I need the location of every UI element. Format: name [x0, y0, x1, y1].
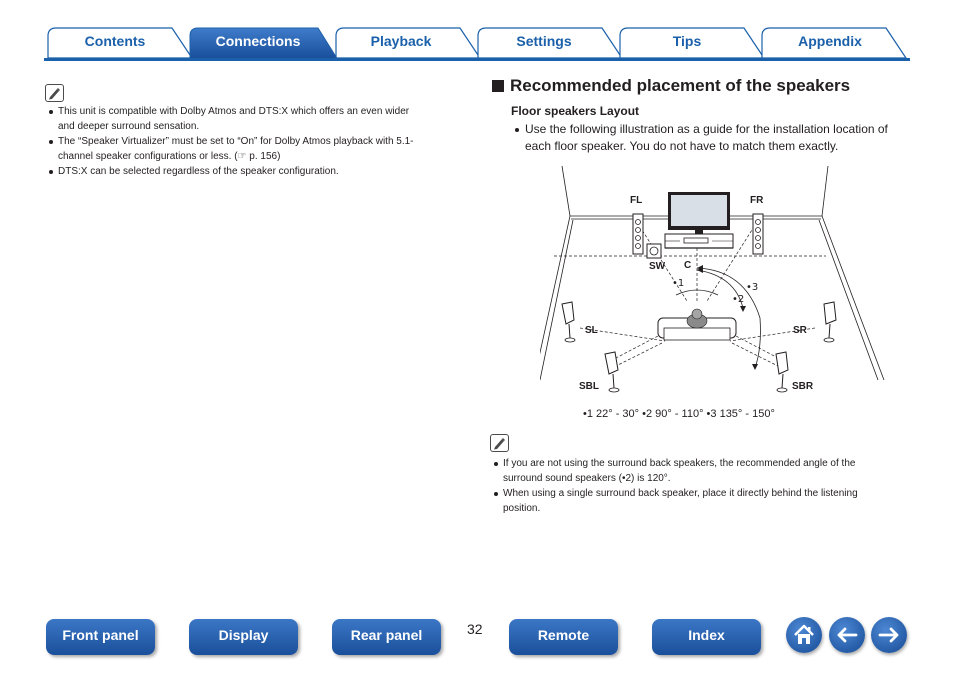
arrow-left-icon [837, 627, 858, 643]
note-text: DTS:X can be selected regardless of the … [58, 166, 339, 177]
angle-legend: •1 22° - 30° •2 90° - 110° •3 135° - 150… [583, 408, 775, 420]
angle-mark-3: •3 [746, 282, 759, 293]
tab-shape-settings [477, 27, 624, 59]
left-note-list: This unit is compatible with Dolby Atmos… [47, 104, 467, 179]
list-item: If you are not using the surround back s… [492, 456, 912, 486]
note-text: channel speaker configurations or less. … [58, 151, 238, 162]
display-button[interactable]: Display [189, 619, 298, 655]
pencil-note-icon [490, 434, 509, 452]
rear-panel-button[interactable]: Rear panel [332, 619, 441, 655]
index-button[interactable]: Index [652, 619, 761, 655]
angle-mark-2: •2 [732, 294, 745, 305]
tab-appendix[interactable]: Appendix [798, 33, 862, 49]
speaker-sbl-icon [604, 351, 620, 393]
tab-settings[interactable]: Settings [516, 33, 572, 49]
tab-shape-tips [619, 27, 766, 59]
tab-connections[interactable]: Connections [215, 33, 301, 49]
label-sr: SR [793, 325, 807, 336]
arc-arrows [697, 265, 758, 370]
page-number: 32 [467, 621, 483, 637]
intro-paragraph: Use the following illustration as a guid… [511, 121, 911, 155]
label-c: C [684, 260, 692, 271]
note-text: When using a single surround back speake… [503, 488, 858, 499]
tab-shape-connections [189, 27, 339, 61]
tv-icon [664, 192, 734, 249]
section-title: Recommended placement of the speakers [492, 76, 850, 96]
subsection-title: Floor speakers Layout [511, 104, 640, 118]
front-panel-button[interactable]: Front panel [46, 619, 155, 655]
right-note-list: If you are not using the surround back s… [492, 456, 912, 516]
tab-shape-playback [335, 27, 482, 59]
note-text: If you are not using the surround back s… [503, 458, 856, 469]
label-sw: SW [649, 261, 666, 272]
speaker-layout-diagram: FL FR SW C SL SR SBL SBR •1 •2 •3 [533, 158, 900, 430]
listener-sofa-icon [657, 308, 737, 341]
pencil-note-icon [45, 84, 64, 102]
label-sbr: SBR [792, 381, 814, 392]
label-fl: FL [630, 195, 643, 206]
list-item: DTS:X can be selected regardless of the … [47, 164, 467, 179]
note-text: surround sound speakers (•2) is 120°. [503, 473, 671, 484]
page-reference-icon[interactable]: ☞ [237, 151, 247, 162]
note-text: and deeper surround sensation. [58, 121, 200, 132]
arrow-right-icon [878, 627, 899, 643]
label-sbl: SBL [579, 381, 599, 392]
speaker-fl-icon [632, 213, 644, 255]
tab-contents[interactable]: Contents [84, 33, 146, 49]
top-tab-bar: Contents Connections Playback Settings T… [0, 0, 954, 64]
speaker-sr-icon [823, 301, 837, 343]
angle-mark-1: •1 [672, 278, 685, 289]
tab-shape-appendix [761, 27, 908, 59]
label-fr: FR [750, 195, 764, 206]
guide-lines [554, 221, 826, 369]
angle-arcs [675, 267, 761, 369]
note-text: This unit is compatible with Dolby Atmos… [58, 106, 410, 117]
home-icon [794, 624, 814, 644]
speaker-fr-icon [752, 213, 764, 255]
room-drawing [533, 165, 885, 393]
intro-line: each floor speaker. You do not have to m… [525, 139, 839, 153]
speaker-sw-icon [646, 243, 662, 259]
tab-shapes [44, 27, 910, 61]
label-sl: SL [585, 325, 598, 336]
section-title-text: Recommended placement of the speakers [510, 76, 851, 95]
list-item: When using a single surround back speake… [492, 486, 912, 516]
remote-button[interactable]: Remote [509, 619, 618, 655]
page-reference-link[interactable]: p. 156) [249, 151, 281, 162]
intro-line: Use the following illustration as a guid… [525, 122, 888, 136]
tab-playback[interactable]: Playback [370, 33, 432, 49]
forward-button[interactable] [871, 617, 907, 653]
square-bullet-icon [492, 80, 504, 92]
back-button[interactable] [829, 617, 865, 653]
speaker-sbr-icon [775, 351, 789, 393]
tab-baseline [44, 58, 910, 61]
note-text: position. [503, 503, 541, 514]
home-button[interactable] [786, 617, 822, 653]
tab-tips[interactable]: Tips [672, 33, 702, 49]
list-item: The “Speaker Virtualizer” must be set to… [47, 134, 467, 164]
note-text: The “Speaker Virtualizer” must be set to… [58, 136, 414, 147]
speaker-sl-icon [561, 301, 576, 343]
room-outline [533, 165, 885, 381]
tab-shape-contents [47, 27, 194, 59]
list-item: This unit is compatible with Dolby Atmos… [47, 104, 467, 134]
